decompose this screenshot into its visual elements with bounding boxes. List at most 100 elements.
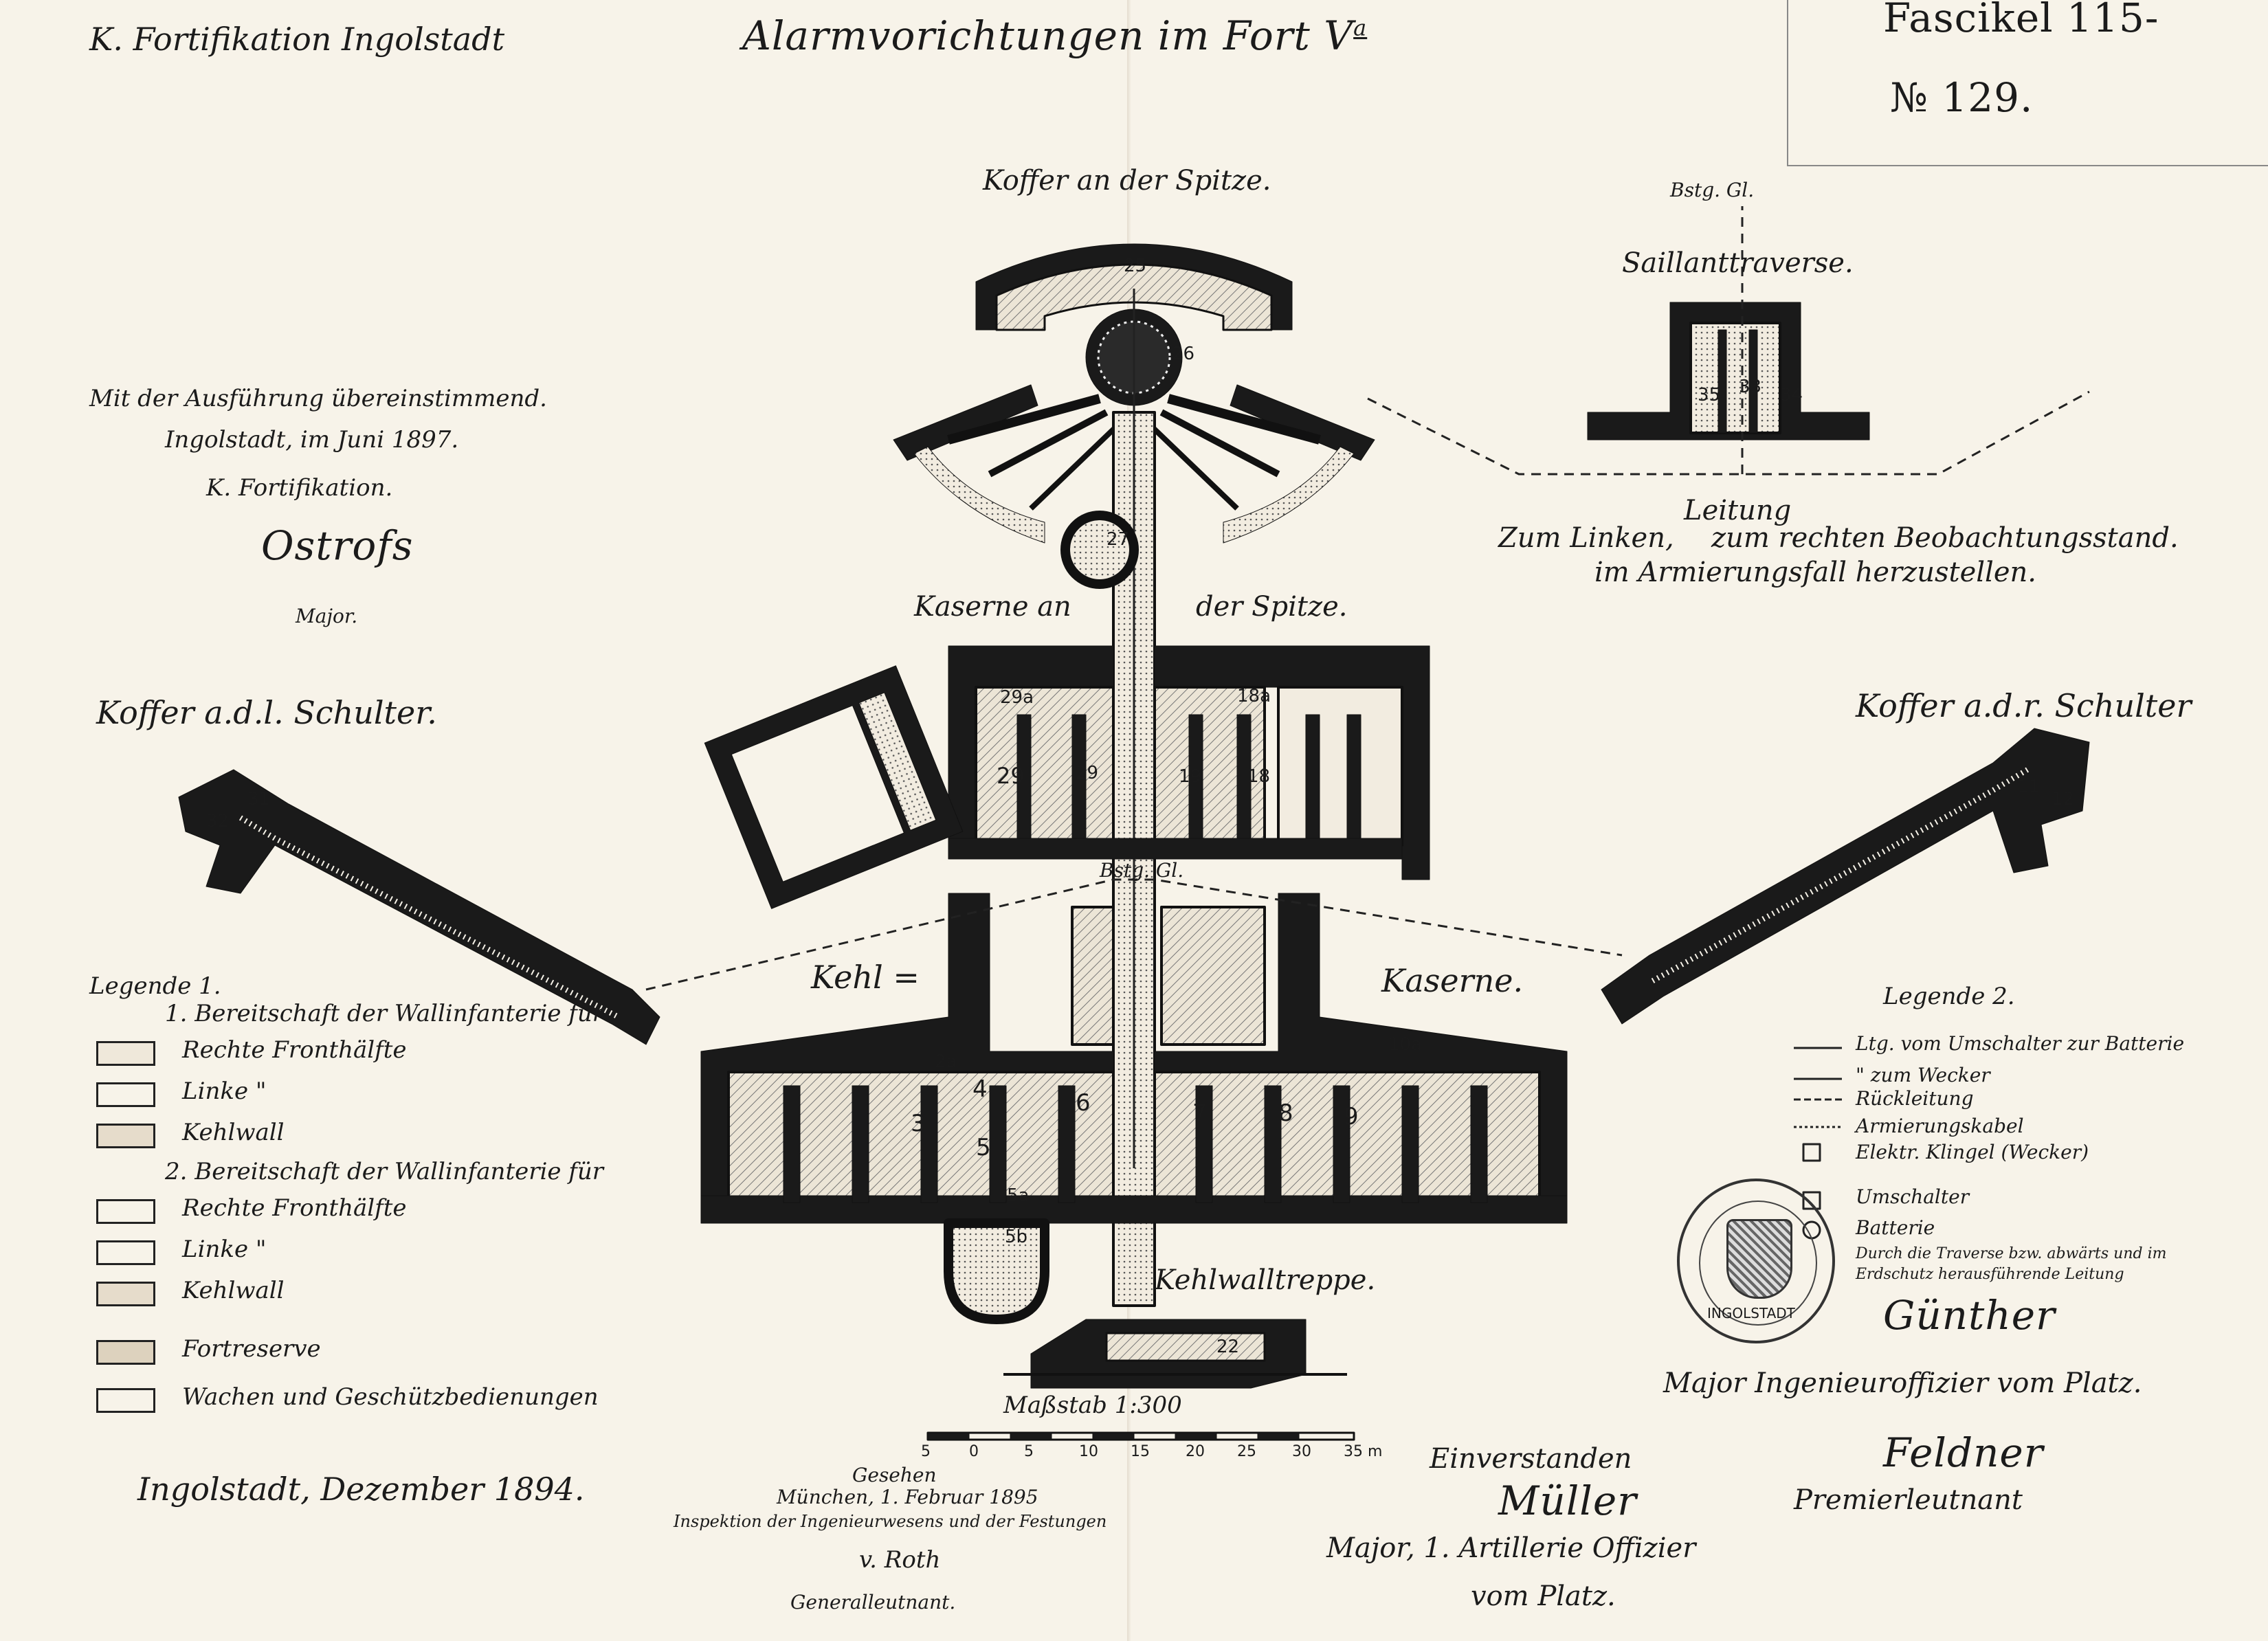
legend1-swatch-1 [96,1041,155,1066]
scale-tick-1: 0 [969,1443,979,1460]
room-2a: 2a [935,1051,957,1072]
kehl-kaserne-structure [700,893,1568,1324]
label-leitung-right: zum rechten Beobachtungsstand. [1711,522,2179,554]
document-number: № 129. [1890,74,2034,121]
munich-date: München, 1. Februar 1895 [777,1486,1038,1508]
room-26: 26 [1172,344,1195,364]
legend2-title: Legende 2. [1883,983,2015,1010]
room-19: 19 [1179,766,1202,787]
scale-tick-8: 35 m [1344,1443,1383,1460]
inspector-signature: v. Roth [859,1546,941,1574]
legend1-group1: 1. Bereitschaft der Wallinfanterie für [165,1000,604,1027]
mueller-signature: Müller [1498,1477,1637,1524]
koffer-spitze-structure [893,243,1375,544]
legend1-swatch-3 [96,1124,155,1148]
premierleutnant-label: Premierleutnant [1794,1484,2023,1516]
approval-line2: Ingolstadt, im Juni 1897. [165,426,459,454]
room-29a: 29a [1000,687,1034,708]
label-bstg-gl: Bstg. Gl. [1670,179,1755,201]
label-leitung: Leitung [1684,495,1792,526]
scale-tick-3: 10 [1079,1443,1098,1460]
room-32: 32 [206,811,230,831]
scale-tick-6: 25 [1237,1443,1256,1460]
gesehen-label: Gesehen [852,1464,937,1486]
label-kehl: Kehl = [811,959,920,996]
room-29: 29 [997,763,1025,789]
scale-label: Maßstab 1:300 [1003,1392,1182,1419]
legend1-swatch-6 [96,1282,155,1306]
legend1-swatch-5 [96,1240,155,1265]
artillery-am-platz: vom Platz. [1471,1581,1616,1612]
room-3: 3 [911,1110,926,1137]
main-title: Alarmvorichtungen im Fort Va [742,12,1367,59]
room-18: 18 [1247,766,1271,787]
room-7: 7 [1192,1099,1208,1127]
left-title: K. Fortifikation Ingolstadt [89,21,505,58]
approval-rank: Major. [296,605,358,627]
room-5: 5 [976,1134,991,1161]
inspector-title: Inspektion der Ingenieurwesens und der F… [674,1512,1107,1531]
guenther-signature: Günther [1883,1292,2056,1339]
legend2-item-1: Ltg. vom Umschalter zur Batterie [1856,1032,2185,1055]
room-27: 27 [1107,529,1130,550]
label-saillanttraverse: Saillanttraverse. [1622,247,1854,279]
room-6: 6 [1076,1089,1091,1117]
room-12: 12 [2052,789,2075,810]
label-koffer-left: Koffer a.d.l. Schulter. [96,694,437,731]
legend1-item-6: Kehlwall [182,1277,285,1304]
koffer-right-structure [1601,728,2090,1025]
legend1-title: Legende 1. [89,972,221,1000]
legend2-item-2: " zum Wecker [1856,1064,1990,1086]
legend1-item-8: Wachen und Geschützbedienungen [182,1383,599,1411]
scale-tick-0: 5 [921,1443,931,1460]
artillery-officer: Major, 1. Artillerie Offizier [1326,1532,1696,1564]
room-5a: 5a [1007,1185,1030,1206]
inspector-rank: Generalleutnant. [790,1591,956,1614]
approval-line1: Mit der Ausführung übereinstimmend. [89,385,547,412]
fascicle-label: Fascikel 115- [1883,0,2159,41]
label-leitung-line2: im Armierungsfall herzustellen. [1594,557,2036,588]
room-25: 25 [1124,256,1147,276]
seal-crest-icon [1726,1219,1792,1299]
seal-city: INGOLSTADT [1707,1305,1795,1321]
room-35: 35 [1698,385,1721,405]
engineer-officer: Major Ingenieuroffizier vom Platz. [1663,1368,2142,1399]
scale-tick-5: 20 [1186,1443,1205,1460]
scale-bar-graphic [926,1431,1355,1441]
label-kehlwalltreppe: Kehlwalltreppe. [1155,1264,1376,1296]
kehlwalltreppe-structure [1003,1319,1347,1389]
approval-line3: K. Fortifikation. [206,474,393,502]
feldner-signature: Feldner [1883,1429,2044,1476]
label-leitung-left: Zum Linken, [1498,522,1674,554]
room-8: 8 [1278,1099,1293,1127]
legend2-item-3: Rückleitung [1856,1087,1974,1110]
room-11: 11 [2017,777,2041,797]
label-koffer-spitze: Koffer an der Spitze. [983,165,1271,197]
label-kaserne: Kaserne. [1381,962,1524,999]
main-title-text: Alarmvorichtungen im Fort V [742,12,1354,59]
saillanttraverse-structure [1587,302,1870,440]
room-29b: 29 [1076,763,1099,783]
legend1-item-5: Linke " [182,1236,267,1263]
room-5b: 5b [1005,1227,1028,1247]
drawing-date: Ingolstadt, Dezember 1894. [137,1471,585,1508]
einverstanden-label: Einverstanden [1430,1443,1632,1475]
legend2-item-5: Elektr. Klingel (Wecker) [1856,1141,2089,1163]
room-33: 33 [1739,377,1762,397]
scale-tick-4: 15 [1131,1443,1150,1460]
label-kaserne-an: Kaserne an [914,591,1071,623]
legend1-item-1: Rechte Fronthälfte [182,1036,407,1064]
room-4: 4 [972,1075,988,1103]
room-10a: 10a [1388,1034,1423,1055]
legend1-swatch-8 [96,1388,155,1413]
scale-tick-2: 5 [1024,1443,1034,1460]
legend2-item-4: Armierungskabel [1856,1115,2024,1137]
kaserne-spitze-structure [948,645,1430,880]
legend1-swatch-7 [96,1340,155,1365]
label-bstg-gl-mid: Bstg. Gl. [1100,859,1184,882]
legend1-swatch-2 [96,1082,155,1107]
legend1-item-7: Fortreserve [182,1335,321,1363]
room-31: 31 [247,789,271,810]
